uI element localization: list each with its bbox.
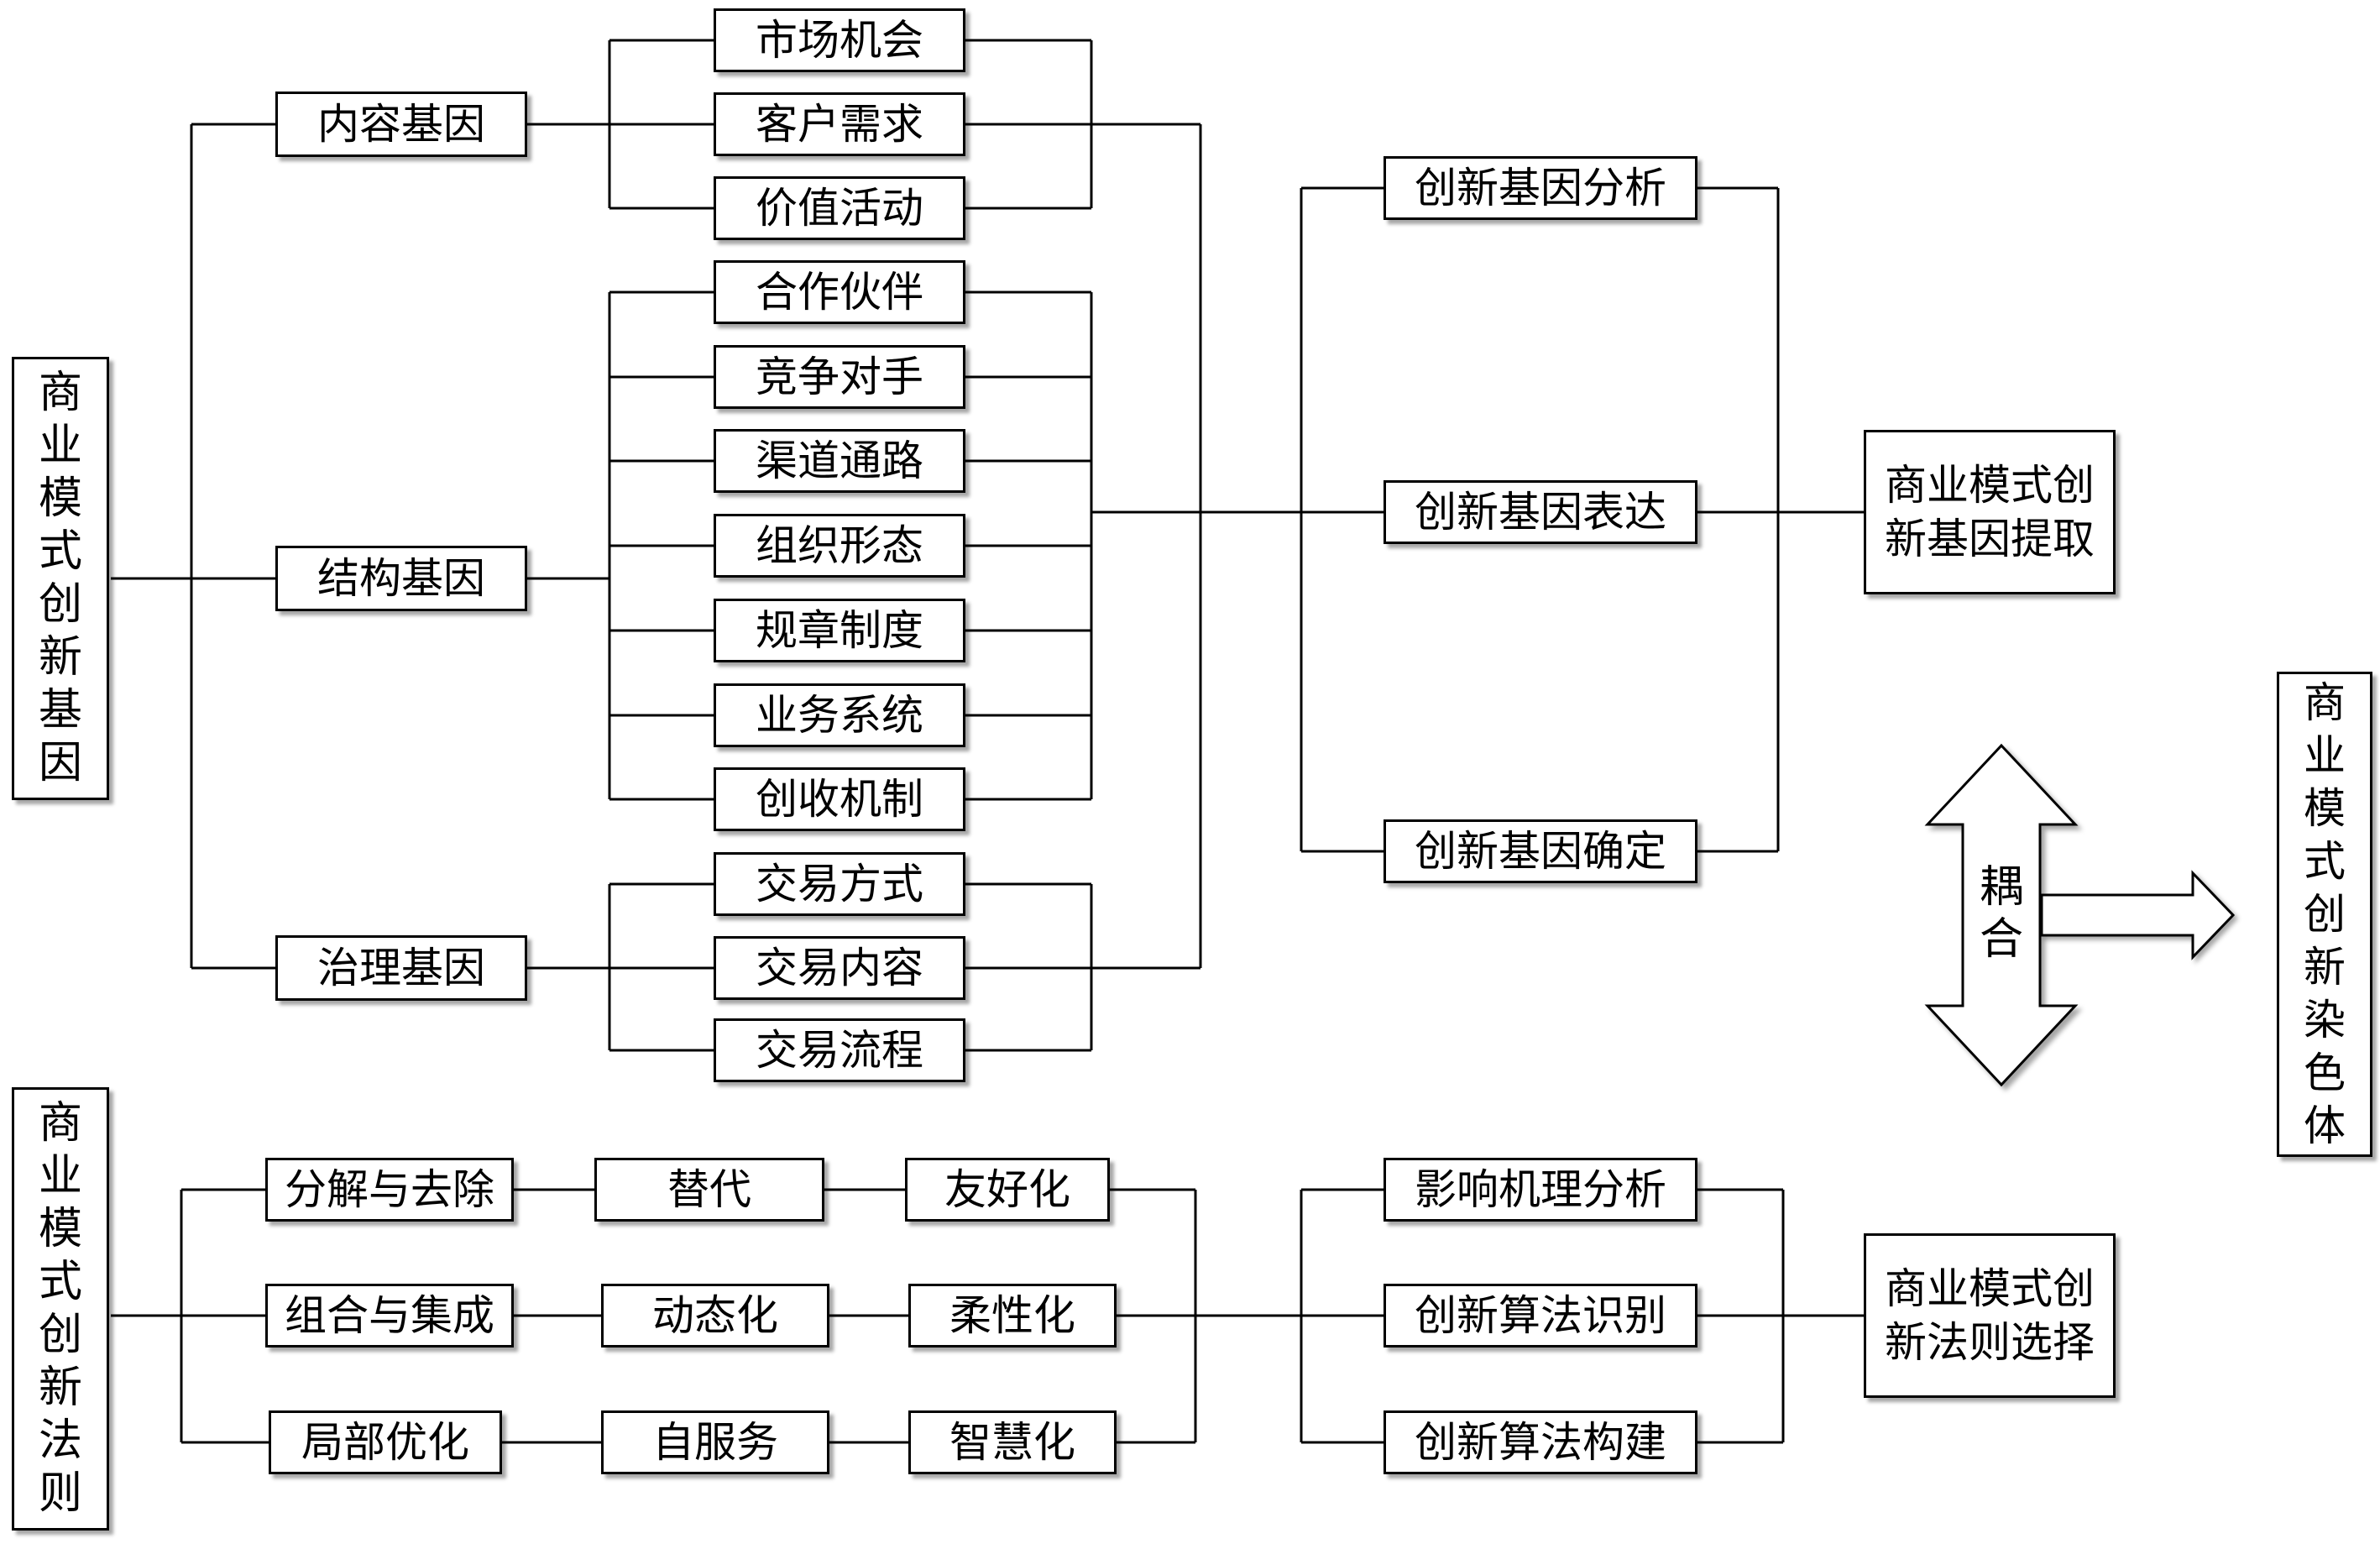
rule-method-node: 智慧化 [908, 1410, 1117, 1474]
rule-root-node: 商 业 模 式 创 新 法 则 [12, 1087, 109, 1531]
rule-selection-line: 商业模式创 [1885, 1264, 2095, 1313]
rule-method-node: 自服务 [601, 1410, 829, 1474]
content-gene-item: 价值活动 [714, 176, 965, 240]
gene-extraction-line: 商业模式创 [1885, 461, 2095, 510]
chromosome-char: 新 [2304, 942, 2346, 992]
coupling-label: 耦 合 [1978, 861, 2025, 966]
gene-root-char: 式 [38, 526, 82, 577]
rule-root-char: 业 [38, 1151, 82, 1201]
chromosome-char: 商 [2304, 678, 2346, 727]
gene-root-char: 因 [38, 738, 82, 788]
rule-root-char: 新 [38, 1363, 82, 1413]
rule-method-node: 局部优化 [269, 1410, 502, 1474]
chromosome-char: 染 [2304, 995, 2346, 1044]
gene-expression-node: 创新基因表达 [1384, 480, 1697, 544]
rule-root-char: 模 [38, 1204, 82, 1254]
structure-gene-item: 合作伙伴 [714, 260, 965, 324]
algorithm-identification-node: 创新算法识别 [1384, 1284, 1697, 1348]
rule-root-char: 则 [38, 1468, 82, 1519]
mechanism-analysis-node: 影响机理分析 [1384, 1158, 1697, 1222]
rule-method-node: 动态化 [601, 1284, 829, 1348]
gene-root-char: 基 [38, 685, 82, 735]
content-gene-item: 客户需求 [714, 92, 965, 156]
chromosome-char: 模 [2304, 783, 2346, 833]
governance-gene-item: 交易内容 [714, 936, 965, 1000]
gene-root-char: 业 [38, 421, 82, 471]
structure-gene-item: 业务系统 [714, 683, 965, 747]
gene-root-char: 商 [38, 368, 82, 418]
gene-extraction-node: 商业模式创 新基因提取 [1864, 430, 2116, 594]
structure-gene-node: 结构基因 [275, 546, 527, 611]
coupling-char: 合 [1979, 914, 2023, 965]
chromosome-char: 体 [2304, 1101, 2346, 1150]
rule-selection-line: 新法则选择 [1885, 1318, 2095, 1367]
governance-gene-item: 交易方式 [714, 852, 965, 916]
rule-selection-node: 商业模式创 新法则选择 [1864, 1233, 2116, 1398]
structure-gene-item: 规章制度 [714, 599, 965, 662]
rule-method-node: 分解与去除 [265, 1158, 514, 1222]
governance-gene-node: 治理基因 [275, 935, 527, 1001]
rule-method-node: 替代 [594, 1158, 824, 1222]
rule-root-char: 法 [38, 1416, 82, 1466]
chromosome-char: 创 [2304, 889, 2346, 939]
algorithm-construction-node: 创新算法构建 [1384, 1410, 1697, 1474]
gene-extraction-line: 新基因提取 [1885, 515, 2095, 563]
gene-root-char: 新 [38, 632, 82, 683]
gene-root-char: 创 [38, 579, 82, 630]
gene-root-node: 商 业 模 式 创 新 基 因 [12, 357, 109, 800]
chromosome-char: 式 [2304, 836, 2346, 886]
rule-method-node: 组合与集成 [265, 1284, 514, 1348]
coupling-char: 耦 [1979, 862, 2023, 913]
chromosome-node: 商 业 模 式 创 新 染 色 体 [2277, 672, 2372, 1157]
structure-gene-item: 组织形态 [714, 514, 965, 578]
rule-method-node: 友好化 [905, 1158, 1110, 1222]
content-gene-node: 内容基因 [275, 92, 527, 157]
gene-determination-node: 创新基因确定 [1384, 819, 1697, 883]
chromosome-char: 业 [2304, 730, 2346, 780]
gene-analysis-node: 创新基因分析 [1384, 156, 1697, 220]
structure-gene-item: 竞争对手 [714, 345, 965, 409]
rule-root-char: 创 [38, 1310, 82, 1360]
structure-gene-item: 渠道通路 [714, 429, 965, 493]
rule-root-char: 商 [38, 1098, 82, 1149]
rule-method-node: 柔性化 [908, 1284, 1117, 1348]
rule-root-char: 式 [38, 1257, 82, 1307]
gene-root-char: 模 [38, 474, 82, 524]
structure-gene-item: 创收机制 [714, 767, 965, 831]
governance-gene-item: 交易流程 [714, 1018, 965, 1082]
chromosome-char: 色 [2304, 1048, 2346, 1097]
content-gene-item: 市场机会 [714, 8, 965, 72]
